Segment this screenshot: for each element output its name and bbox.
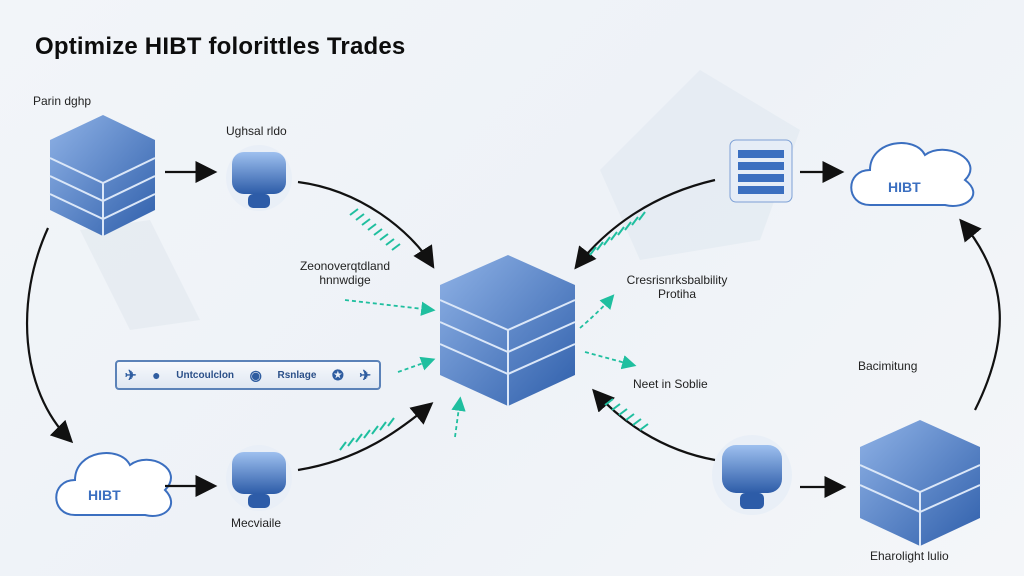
label-right-mid: Bacimitung <box>858 359 918 373</box>
label-center-left: Zeonoverqtdland hnnwdige <box>299 259 391 287</box>
label-bottom-pod: Mecviaile <box>231 516 282 530</box>
cloud-icon-right: HIBT <box>850 142 975 207</box>
background-shape <box>80 220 200 330</box>
data-flow-arrows <box>344 294 637 438</box>
label-bottom-right: Eharolight lulio <box>870 549 949 563</box>
device-pod-icon-bottom <box>226 445 292 511</box>
hatch-marks <box>339 208 649 451</box>
label-top-left: Parin dghp <box>33 94 92 108</box>
label-center-right: Cresrisnrksbalbility Protiha <box>626 273 728 301</box>
svg-text:HIBT: HIBT <box>88 487 121 503</box>
plane-left-icon: ✈ <box>124 366 137 383</box>
cube-icon-bottom-right <box>859 420 981 546</box>
globe-icon: ● <box>152 367 161 383</box>
flow-arrows <box>25 161 1001 498</box>
background-shape <box>600 70 800 260</box>
label-net: Neet in Soblie <box>633 377 708 391</box>
cloud-icon-left: HIBT <box>55 452 173 517</box>
banner-item-2[interactable]: Rsnlage <box>277 369 317 381</box>
server-icon <box>729 139 793 203</box>
banner-bar[interactable]: ✈ ● Untcoulclon ◉ Rsnlage ✪ ✈ <box>115 360 381 390</box>
banner-item-1[interactable]: Untcoulclon <box>176 369 235 381</box>
cube-icon-center <box>439 255 576 406</box>
plane-right-icon: ✈ <box>359 366 372 383</box>
page-title: Optimize HIBT folorittles Trades <box>35 33 406 60</box>
cube-icon-top-left <box>49 115 156 236</box>
ring-icon: ◉ <box>249 366 262 383</box>
device-pod-icon-right <box>712 435 792 515</box>
device-pod-icon-top <box>226 145 292 211</box>
svg-text:HIBT: HIBT <box>888 179 921 195</box>
label-top-pod: Ughsal rldo <box>226 124 287 138</box>
badge-icon: ✪ <box>332 366 344 383</box>
